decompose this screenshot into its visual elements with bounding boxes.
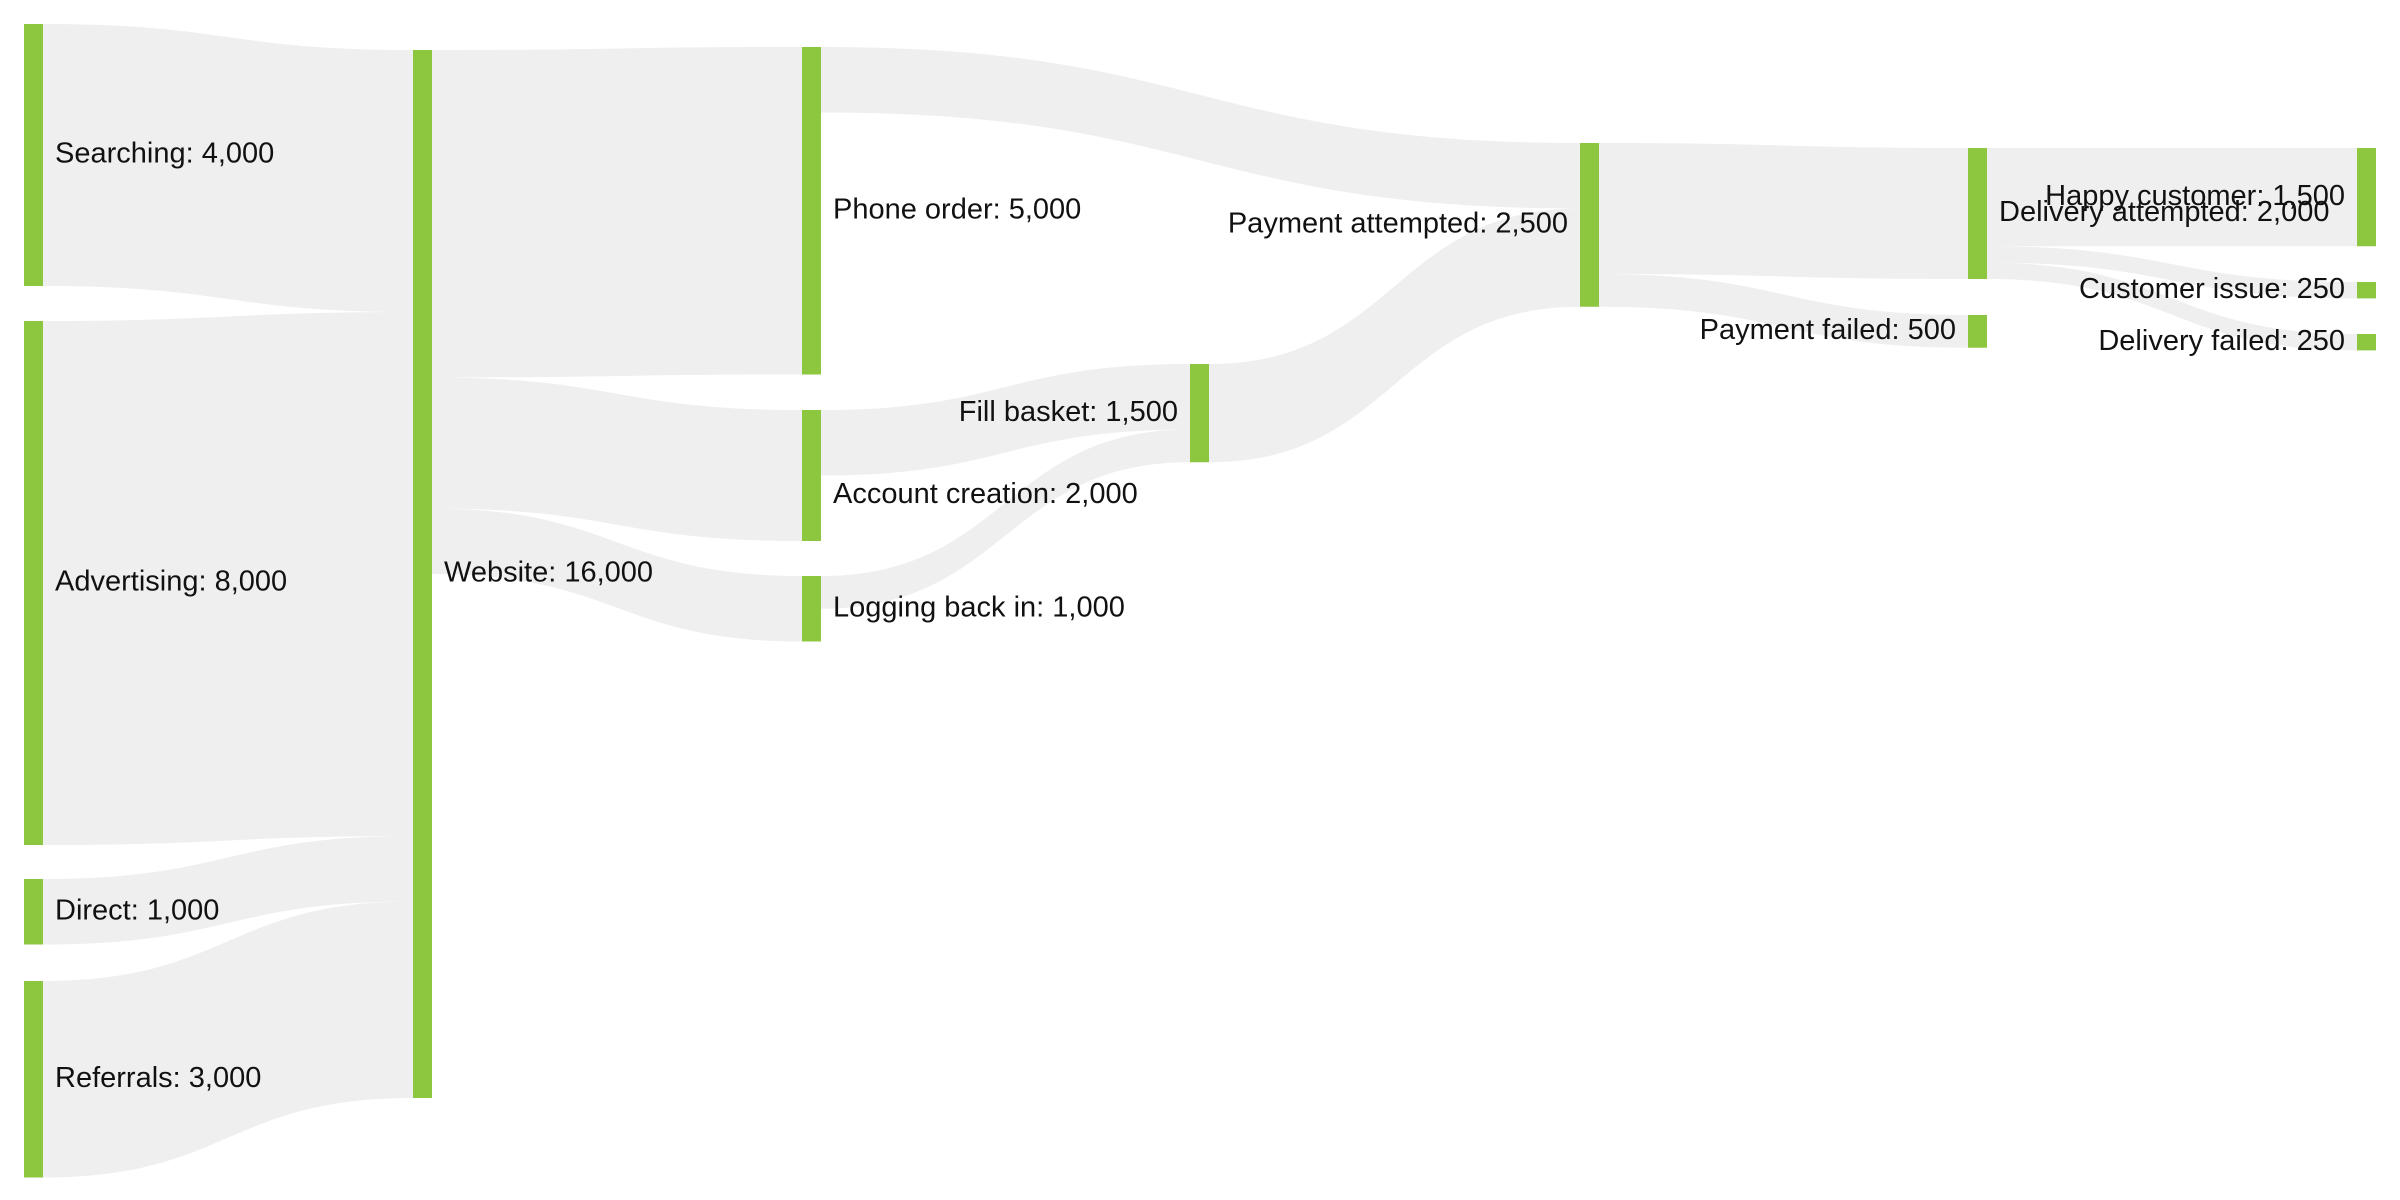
node-label-payment_attempted: Payment attempted: 2,500 — [1228, 208, 1568, 240]
link-website-to-logging_back_in — [432, 508, 802, 642]
node-label-account_creation: Account creation: 2,000 — [833, 478, 1138, 510]
node-referrals — [24, 981, 43, 1178]
node-label-delivery_failed: Delivery failed: 250 — [2098, 325, 2345, 357]
node-customer_issue — [2357, 282, 2376, 299]
link-referrals-to-website — [43, 901, 413, 1178]
link-advertising-to-website — [43, 312, 413, 845]
link-searching-to-website — [43, 24, 413, 312]
node-label-referrals: Referrals: 3,000 — [55, 1062, 261, 1094]
link-direct-to-website — [43, 836, 413, 945]
node-happy_customer — [2357, 148, 2376, 247]
link-account_creation-to-fill_basket — [821, 364, 1190, 476]
node-payment_attempted — [1580, 143, 1599, 307]
node-label-searching: Searching: 4,000 — [55, 138, 274, 170]
node-label-advertising: Advertising: 8,000 — [55, 566, 287, 598]
nodes-layer — [24, 24, 2376, 1178]
link-delivery_attempted-to-customer_issue — [1987, 246, 2357, 299]
node-label-customer_issue: Customer issue: 250 — [2079, 273, 2345, 305]
link-payment_attempted-to-delivery_attempted — [1599, 143, 1968, 279]
node-delivery_failed — [2357, 334, 2376, 351]
node-account_creation — [802, 410, 821, 541]
link-website-to-phone_order — [432, 47, 802, 378]
node-label-direct: Direct: 1,000 — [55, 894, 219, 926]
node-label-fill_basket: Fill basket: 1,500 — [959, 396, 1178, 428]
node-logging_back_in — [802, 576, 821, 642]
node-label-website: Website: 16,000 — [444, 557, 653, 589]
node-label-logging_back_in: Logging back in: 1,000 — [833, 591, 1125, 623]
node-advertising — [24, 321, 43, 845]
link-phone_order-to-payment_attempted — [821, 47, 1580, 209]
node-payment_failed — [1968, 315, 1987, 348]
link-fill_basket-to-payment_attempted — [1209, 208, 1580, 463]
node-label-happy_customer: Happy customer: 1,500 — [2045, 180, 2345, 212]
link-website-to-account_creation — [432, 377, 802, 541]
node-delivery_attempted — [1968, 148, 1987, 279]
node-website — [413, 50, 432, 1098]
node-label-delivery_attempted: Delivery attempted: 2,000 — [1999, 196, 2329, 228]
node-label-phone_order: Phone order: 5,000 — [833, 193, 1081, 225]
node-fill_basket — [1190, 364, 1209, 463]
link-delivery_attempted-to-happy_customer — [1987, 148, 2357, 247]
link-payment_attempted-to-payment_failed — [1599, 274, 1968, 348]
node-phone_order — [802, 47, 821, 375]
node-direct — [24, 879, 43, 945]
link-logging_back_in-to-fill_basket — [821, 429, 1190, 609]
node-label-payment_failed: Payment failed: 500 — [1700, 314, 1956, 346]
links-layer — [43, 24, 2357, 1178]
node-searching — [24, 24, 43, 286]
link-delivery_attempted-to-delivery_failed — [1987, 262, 2357, 351]
